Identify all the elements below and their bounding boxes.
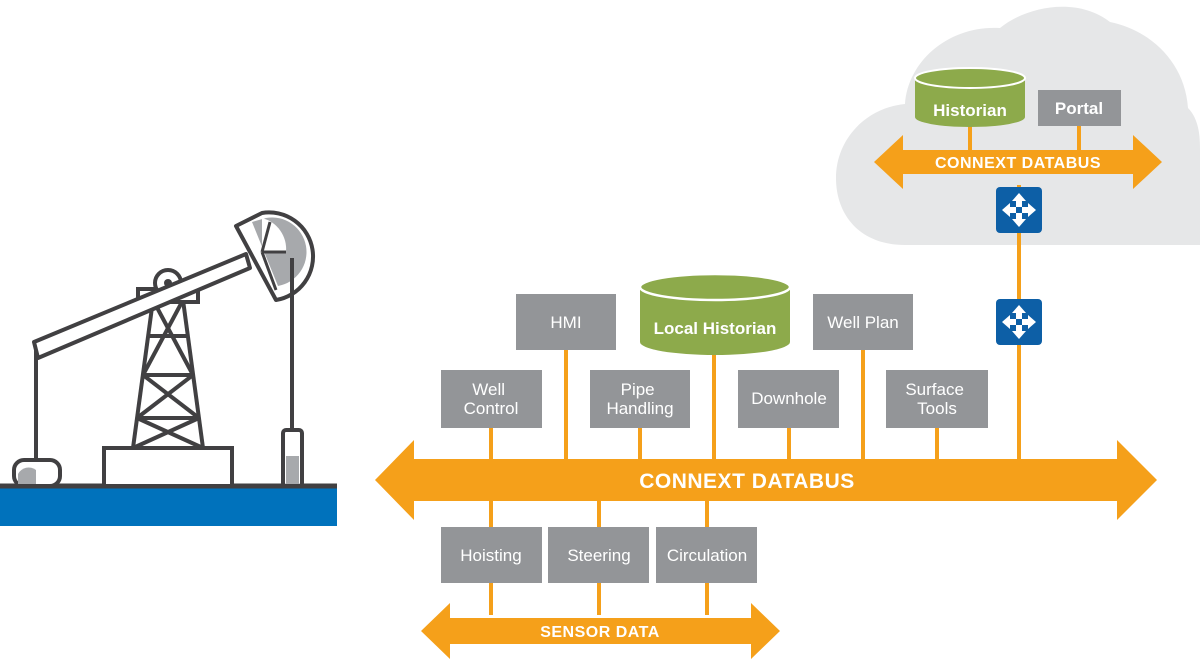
cloud-historian-node: Historian [914,67,1026,127]
pipe-handling-node: Pipe Handling [590,370,690,428]
hoisting-node: Hoisting [441,527,542,583]
main-databus-label: CONNEXT DATABUS [639,470,855,493]
cloud-databus: CONNEXT DATABUS [874,135,1162,189]
downhole-node: Downhole [738,370,839,428]
hmi-label: HMI [550,313,581,332]
main-databus-arrow [375,440,1157,520]
well-control-line-1: Well [472,380,505,399]
rig-base [102,446,234,488]
sensor-databus: SENSOR DATA [421,603,780,659]
sensor-databus-arrow [421,603,780,659]
pipe-handling-line-1: Pipe [621,380,655,399]
downhole-label: Downhole [751,389,827,408]
rig-tower [131,298,205,450]
steering-node: Steering [548,527,649,583]
four-way-arrows-icon [996,299,1042,345]
well-plan-node: Well Plan [813,294,913,350]
cloud-portal-label: Portal [1055,99,1103,118]
hmi-node: HMI [516,294,616,350]
hoisting-label: Hoisting [460,546,521,565]
well-control-line-2: Control [464,399,519,418]
pipe-handling-label: Pipe Handling [606,380,673,418]
oil-pump-jack-icon [0,210,337,526]
circulation-node: Circulation [656,527,757,583]
pipe-handling-line-2: Handling [606,399,673,418]
cloud-region [836,6,1200,245]
cloud-shape [836,6,1200,245]
surface-tools-node: Surface Tools [886,370,988,428]
steering-label: Steering [567,546,630,565]
circulation-label: Circulation [667,546,747,565]
local-historian-node: Local Historian [638,272,792,355]
cloud-historian-label: Historian [933,101,1007,120]
sensor-databus-label: SENSOR DATA [540,624,660,641]
cloud-portal-node: Portal [1038,90,1121,126]
surface-tools-line-1: Surface [905,380,964,399]
four-way-arrows-icon [996,187,1042,233]
main-databus: CONNEXT DATABUS [375,440,1157,520]
well-control-node: Well Control [441,370,542,428]
cloud-databus-arrow [874,135,1162,189]
surface-tools-label: Surface Tools [905,380,968,418]
cloud-databus-label: CONNEXT DATABUS [935,155,1101,172]
local-historian-label: Local Historian [654,319,777,338]
well-control-label: Well Control [464,380,519,418]
surface-tools-line-2: Tools [917,399,957,418]
rig-walking-beam [32,252,252,360]
connector-lines [489,125,1081,615]
ground-strip [0,486,337,526]
well-plan-label: Well Plan [827,313,899,332]
